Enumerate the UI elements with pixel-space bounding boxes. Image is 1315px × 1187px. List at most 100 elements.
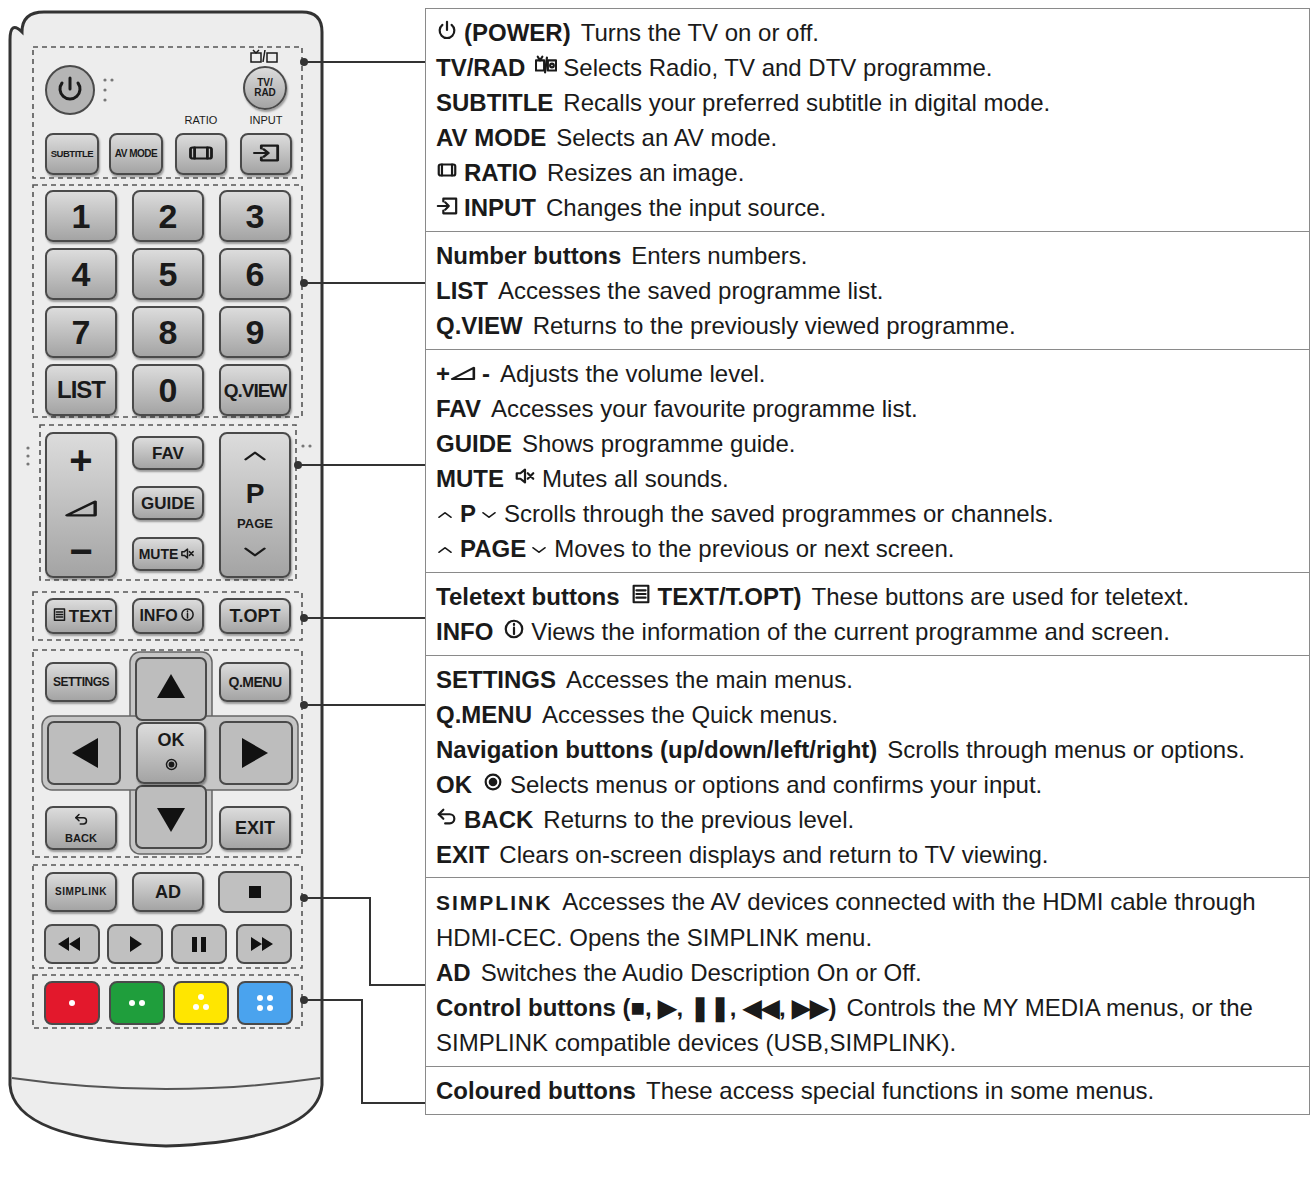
button-name: BACK bbox=[464, 806, 533, 833]
ratio-icon bbox=[187, 142, 215, 166]
button-text: T.OPT bbox=[229, 607, 280, 625]
number-button: 1 bbox=[45, 190, 117, 242]
description-row: INFOViews the information of the current… bbox=[436, 614, 1299, 649]
button-name: SIMPLINK bbox=[436, 891, 552, 914]
description-text: These buttons are used for teletext. bbox=[812, 583, 1190, 610]
leader-line bbox=[304, 61, 425, 63]
button-text: EXIT bbox=[235, 819, 275, 837]
description-row: SIMPLINKAccesses the AV devices connecte… bbox=[436, 884, 1299, 955]
button-label: RATIO bbox=[177, 115, 225, 126]
number-button: 0 bbox=[132, 364, 204, 416]
button-text: 6 bbox=[246, 257, 265, 291]
remote-body bbox=[10, 12, 322, 1146]
dpad-plate bbox=[42, 716, 298, 790]
description-row: Navigation buttons (up/down/left/right)S… bbox=[436, 732, 1299, 767]
leader-line bbox=[304, 1000, 425, 1103]
button-text: AV MODE bbox=[115, 149, 157, 159]
description-row: PAGEMoves to the previous or next screen… bbox=[436, 531, 1299, 566]
button-groups bbox=[33, 47, 302, 1028]
info-button: INFO bbox=[132, 598, 204, 634]
button-name: RATIO bbox=[464, 159, 537, 186]
description-text: Scrolls through the saved programmes or … bbox=[504, 500, 1054, 527]
button-name: Coloured buttons bbox=[436, 1077, 636, 1104]
back-button: BACK bbox=[45, 806, 117, 850]
description-box: Number buttonsEnters numbers.LISTAccesse… bbox=[425, 231, 1310, 350]
description-text: Shows programme guide. bbox=[522, 430, 795, 457]
tv-radio-icon bbox=[251, 50, 277, 62]
mute-button: MUTE bbox=[132, 537, 204, 571]
description-text: Accesses the main menus. bbox=[566, 666, 853, 693]
button-text: OK bbox=[158, 731, 185, 749]
button-name: - bbox=[482, 360, 490, 387]
description-box: (POWER)Turns the TV on or off.TV/RADSele… bbox=[425, 8, 1310, 233]
okdot-icon bbox=[164, 757, 179, 775]
ratio-button: RATIO bbox=[175, 133, 227, 175]
settings-button: SETTINGS bbox=[45, 662, 117, 702]
input-button: INPUT bbox=[240, 133, 292, 175]
number-button: 5 bbox=[132, 248, 204, 300]
description-row: TV/RAD Selects Radio, TV and DTV programm… bbox=[436, 50, 1299, 85]
description-text: Selects Radio, TV and DTV programme. bbox=[563, 54, 992, 81]
description-row: GUIDEShows programme guide. bbox=[436, 426, 1299, 461]
button-name: PAGE bbox=[460, 535, 526, 562]
description-text: Resizes an image. bbox=[547, 159, 744, 186]
down-icon bbox=[480, 496, 498, 531]
description-row: Q.MENUAccesses the Quick menus. bbox=[436, 697, 1299, 732]
button-name: SUBTITLE bbox=[436, 89, 553, 116]
description-row: Number buttonsEnters numbers. bbox=[436, 238, 1299, 273]
button-text: P bbox=[246, 480, 265, 508]
description-text: Changes the input source. bbox=[546, 194, 826, 221]
description-row: SUBTITLE Recalls your preferred subtitle … bbox=[436, 85, 1299, 120]
description-row: OKSelects menus or options and confirms … bbox=[436, 767, 1299, 802]
button-name: Navigation buttons (up/down/left/right) bbox=[436, 736, 877, 763]
button-text: 4 bbox=[72, 257, 91, 291]
description-text: These access special functions in some m… bbox=[646, 1077, 1154, 1104]
description-text: Mutes all sounds. bbox=[542, 465, 729, 492]
leader-line bbox=[304, 898, 425, 985]
button-name: FAV bbox=[436, 395, 481, 422]
okdot-icon bbox=[482, 767, 504, 802]
description-row: EXITClears on-screen displays and return… bbox=[436, 837, 1299, 872]
info-icon bbox=[180, 607, 195, 625]
leader-line bbox=[304, 704, 425, 706]
description-text: Returns to the previously viewed program… bbox=[533, 312, 1016, 339]
mute-icon bbox=[514, 461, 536, 496]
button-text: FAV bbox=[152, 445, 184, 462]
list-button: LIST bbox=[45, 364, 117, 416]
colour-buttons bbox=[45, 982, 292, 1024]
button-label: INPUT bbox=[242, 115, 290, 126]
number-button: 3 bbox=[219, 190, 291, 242]
back-icon bbox=[74, 812, 89, 829]
button-text: BACK bbox=[65, 833, 97, 844]
fav-button: FAV bbox=[132, 436, 204, 470]
teletext-option-button: T.OPT bbox=[219, 598, 291, 634]
description-box: SETTINGS Accesses the main menus. Q.MENUAc… bbox=[425, 655, 1310, 879]
button-text: PAGE bbox=[237, 517, 273, 530]
button-name: SETTINGS bbox=[436, 666, 556, 693]
description-row: BACKReturns to the previous level. bbox=[436, 802, 1299, 837]
button-name: Q.MENU bbox=[436, 701, 532, 728]
button-text: TEXT bbox=[69, 608, 112, 625]
button-text: SUBTITLE bbox=[51, 149, 93, 159]
subtitle-button: SUBTITLE bbox=[45, 133, 99, 175]
text-icon bbox=[52, 607, 67, 625]
leader-dot bbox=[300, 614, 308, 622]
description-box: SIMPLINKAccesses the AV devices connecte… bbox=[425, 877, 1310, 1067]
description-row: FAVAccesses your favourite programme lis… bbox=[436, 391, 1299, 426]
description-text: Recalls your preferred subtitle in digit… bbox=[563, 89, 1050, 116]
button-text: 8 bbox=[159, 315, 178, 349]
tv-radio-button: TV/ RAD bbox=[243, 66, 287, 110]
button-name: INFO bbox=[436, 618, 493, 645]
description-row: ADSwitches the Audio Description On or O… bbox=[436, 955, 1299, 990]
description-row: Control buttons (■, ▶, ❚❚, ◀◀, ▶▶)Contro… bbox=[436, 990, 1299, 1060]
button-text: + bbox=[69, 440, 92, 480]
button-name: TV/RAD bbox=[436, 54, 525, 81]
button-text: 1 bbox=[72, 199, 91, 233]
volume-button: +− bbox=[45, 432, 117, 578]
number-button: 2 bbox=[132, 190, 204, 242]
leader-lines bbox=[294, 58, 425, 1103]
media-buttons bbox=[45, 872, 291, 963]
description-row: AV MODESelects an AV mode. bbox=[436, 120, 1299, 155]
down-icon bbox=[530, 531, 548, 566]
leader-line bbox=[298, 464, 425, 466]
